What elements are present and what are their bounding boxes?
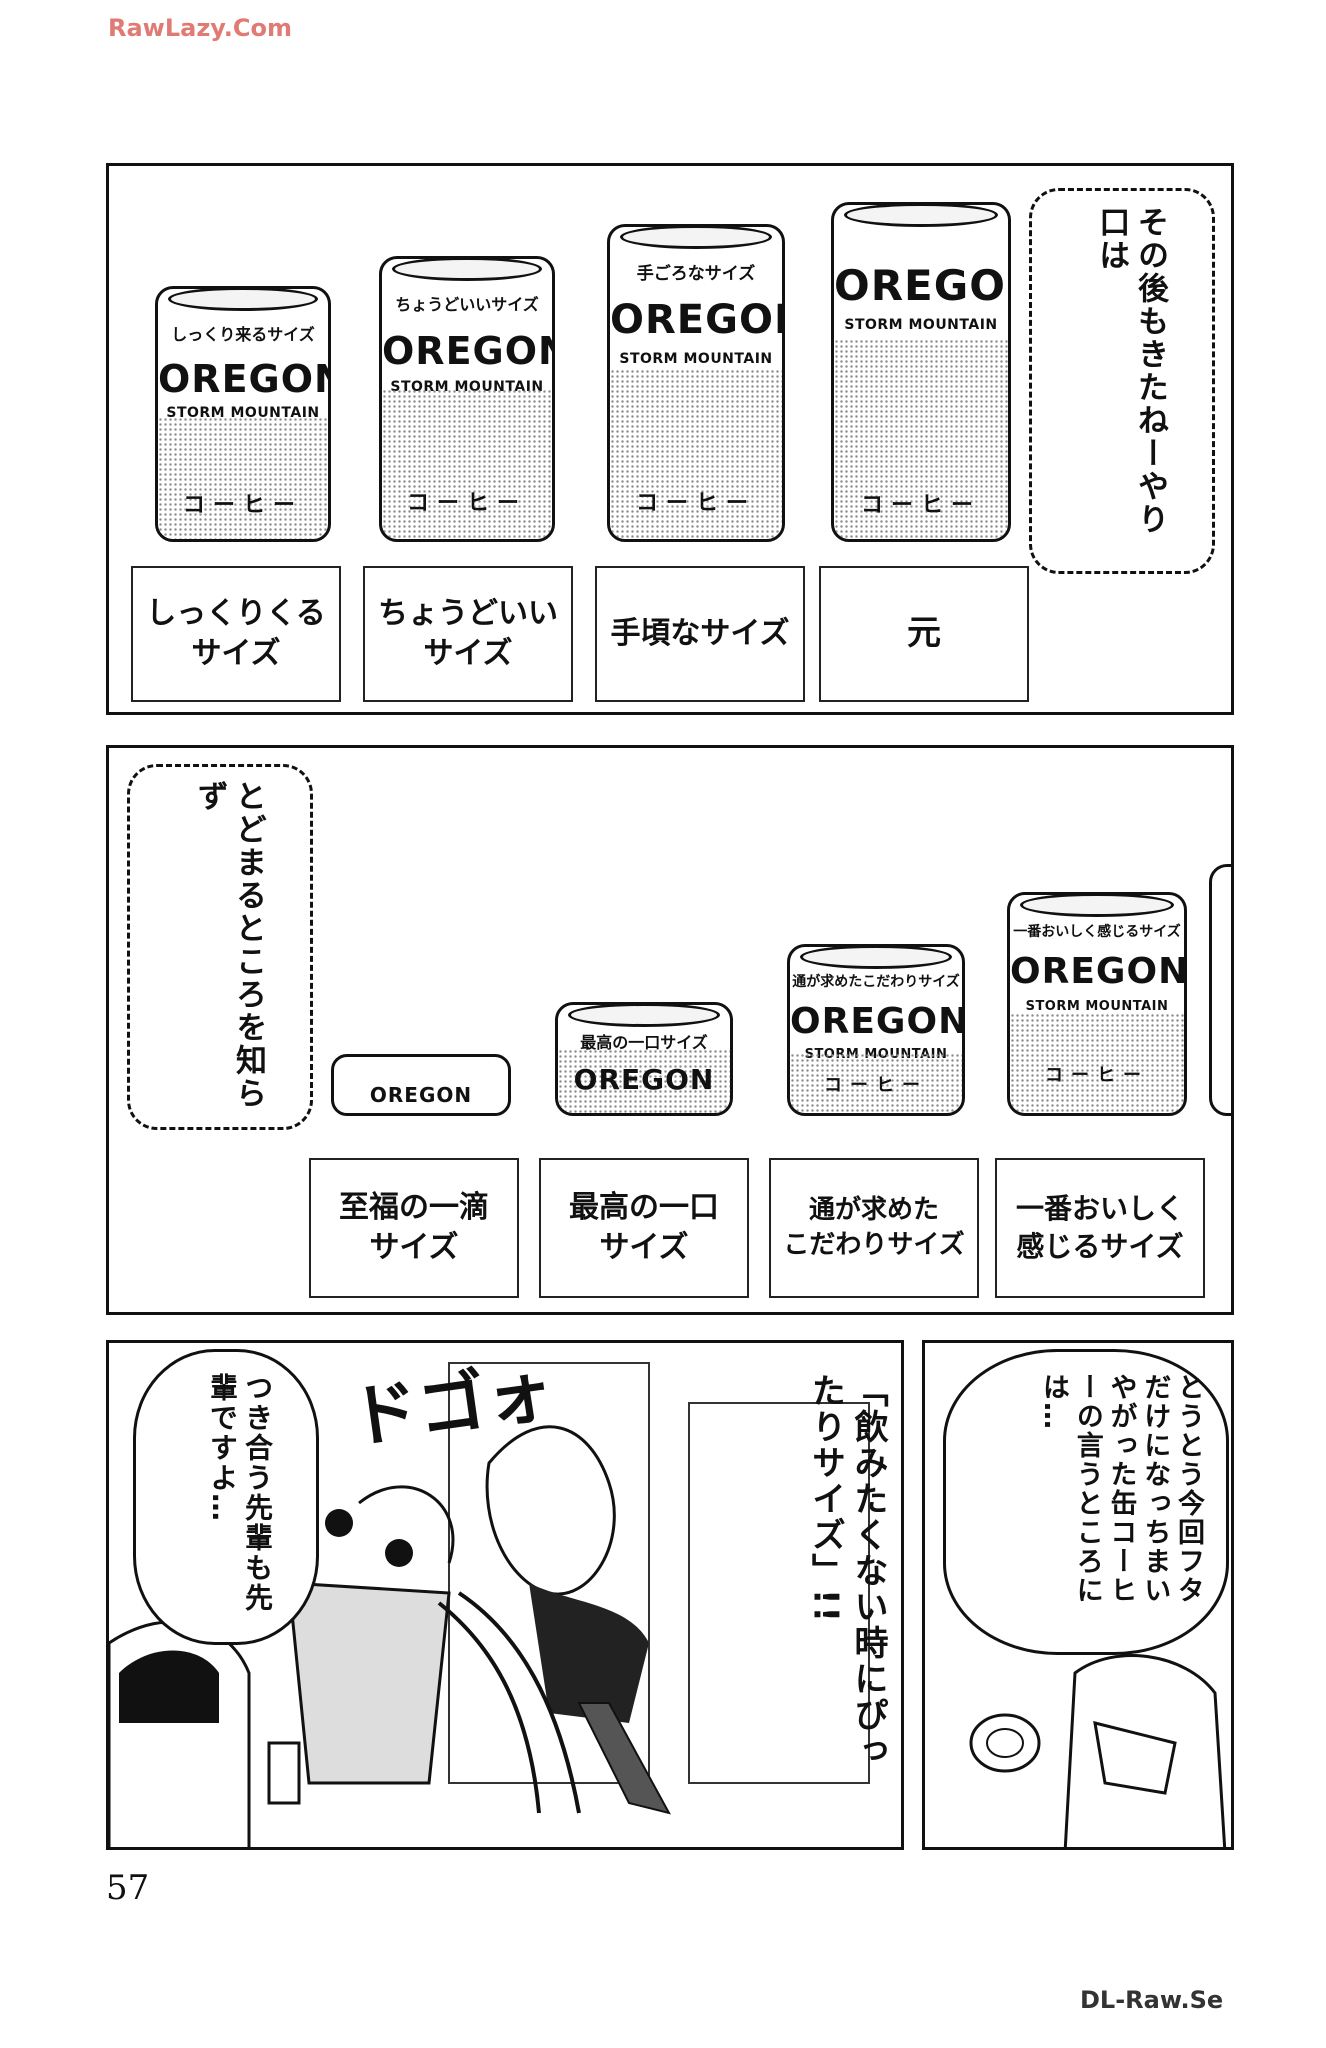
character-illustration (969, 1654, 1227, 1847)
panel-3: つき合う先輩も先輩ですよ… ドゴォ 「飲みたくない時にぴったりサイズ」!! (106, 1340, 904, 1850)
page-number: 57 (106, 1868, 150, 1908)
size-label-2: ちょうどいい サイズ (363, 566, 573, 702)
can-tag: ちょうどいいサイズ (395, 295, 539, 314)
can-lid (844, 205, 998, 227)
can-7: 通が求めたこだわりサイズ OREGON STORM MOUNTAIN コーヒー (787, 944, 965, 1116)
speech-bubble (943, 1349, 1229, 1655)
can-lid (392, 259, 542, 281)
can-5: OREGON (331, 1054, 511, 1116)
size-label-1: しっくりくる サイズ (131, 566, 341, 702)
can-brand: OREGON (610, 297, 782, 343)
can-lid (168, 289, 318, 311)
can-lid (620, 227, 772, 249)
shout-text: 「飲みたくない時にぴったりサイズ」!! (805, 1373, 889, 1769)
narration-text: とどまるところを知らず (191, 780, 266, 1110)
size-label-7: 通が求めた こだわりサイズ (769, 1158, 979, 1298)
can-brand: OREGON (790, 1001, 965, 1042)
can-brand: OREGON (573, 1063, 715, 1096)
can-brand: OREGON (158, 357, 331, 401)
can-lid (568, 1005, 720, 1027)
can-tag: 通が求めたこだわりサイズ (792, 974, 960, 990)
can-kana: コーヒー (406, 491, 527, 516)
can-halftone (610, 369, 782, 539)
can-brand: OREGON (382, 329, 555, 373)
watermark-top: RawLazy.Com (108, 14, 292, 42)
speech-text: とうとう今回フタだけになっちまいやがった缶コーヒーの言うところには… (1038, 1373, 1204, 1605)
can-halftone (834, 339, 1008, 539)
size-label-5: 至福の一滴 サイズ (309, 1158, 519, 1298)
panel-2: とどまるところを知らず OREGON 最高の一口サイズ OREGON 通が求めた… (106, 745, 1234, 1315)
can-tag: 最高の一口サイズ (580, 1033, 708, 1052)
narration-text: その後もきたねーやり口は (1093, 206, 1168, 536)
speech-text-left: つき合う先輩も先輩ですよ… (206, 1373, 274, 1613)
can-9-partial (1209, 864, 1231, 1116)
size-label-3: 手頃なサイズ (595, 566, 805, 702)
speech-bubble-left (133, 1349, 319, 1645)
size-label-4: 元 (819, 566, 1029, 702)
can-kana: コーヒー (635, 491, 756, 516)
can-halftone (558, 1049, 730, 1113)
can-brand: OREGON (1010, 951, 1187, 992)
watermark-bottom: DL-Raw.Se (1080, 1986, 1224, 2014)
panel-1: その後もきたねーやり口は しっくり来るサイズ OREGON STORM MOUN… (106, 163, 1234, 715)
can-kana: コーヒー (860, 493, 981, 518)
can-halftone (790, 1053, 962, 1113)
can-sub: STORM MOUNTAIN (1025, 999, 1169, 1014)
can-halftone (382, 389, 552, 539)
size-label-8: 一番おいしく 感じるサイズ (995, 1158, 1205, 1298)
can-halftone (1010, 1013, 1184, 1113)
can-brand: OREGON (369, 1083, 473, 1107)
narration-box (1029, 188, 1215, 574)
panel-4: とうとう今回フタだけになっちまいやがった缶コーヒーの言うところには… (922, 1340, 1234, 1850)
can-tag: 一番おいしく感じるサイズ (1013, 924, 1181, 940)
can-lid (1020, 895, 1174, 917)
can-brand: OREGON (834, 261, 1008, 310)
can-lid (800, 947, 952, 969)
scene-illustration (109, 1362, 870, 1847)
can-4: OREGON STORM MOUNTAIN コーヒー (831, 202, 1011, 542)
can-tag: 手ごろなサイズ (636, 264, 756, 284)
can-6: 最高の一口サイズ OREGON (555, 1002, 733, 1116)
can-sub: STORM MOUNTAIN (844, 317, 998, 333)
can-sub: STORM MOUNTAIN (619, 351, 773, 367)
can-kana: コーヒー (1045, 1065, 1149, 1086)
size-label-6: 最高の一口 サイズ (539, 1158, 749, 1298)
can-3: 手ごろなサイズ OREGON STORM MOUNTAIN コーヒー (607, 224, 785, 542)
can-kana: コーヒー (182, 493, 303, 518)
can-kana: コーヒー (824, 1075, 928, 1096)
can-1: しっくり来るサイズ OREGON STORM MOUNTAIN コーヒー (155, 286, 331, 542)
narration-box (127, 764, 313, 1130)
can-halftone (158, 417, 328, 539)
can-tag: しっくり来るサイズ (171, 325, 315, 344)
can-2: ちょうどいいサイズ OREGON STORM MOUNTAIN コーヒー (379, 256, 555, 542)
can-8: 一番おいしく感じるサイズ OREGON STORM MOUNTAIN コーヒー (1007, 892, 1187, 1116)
